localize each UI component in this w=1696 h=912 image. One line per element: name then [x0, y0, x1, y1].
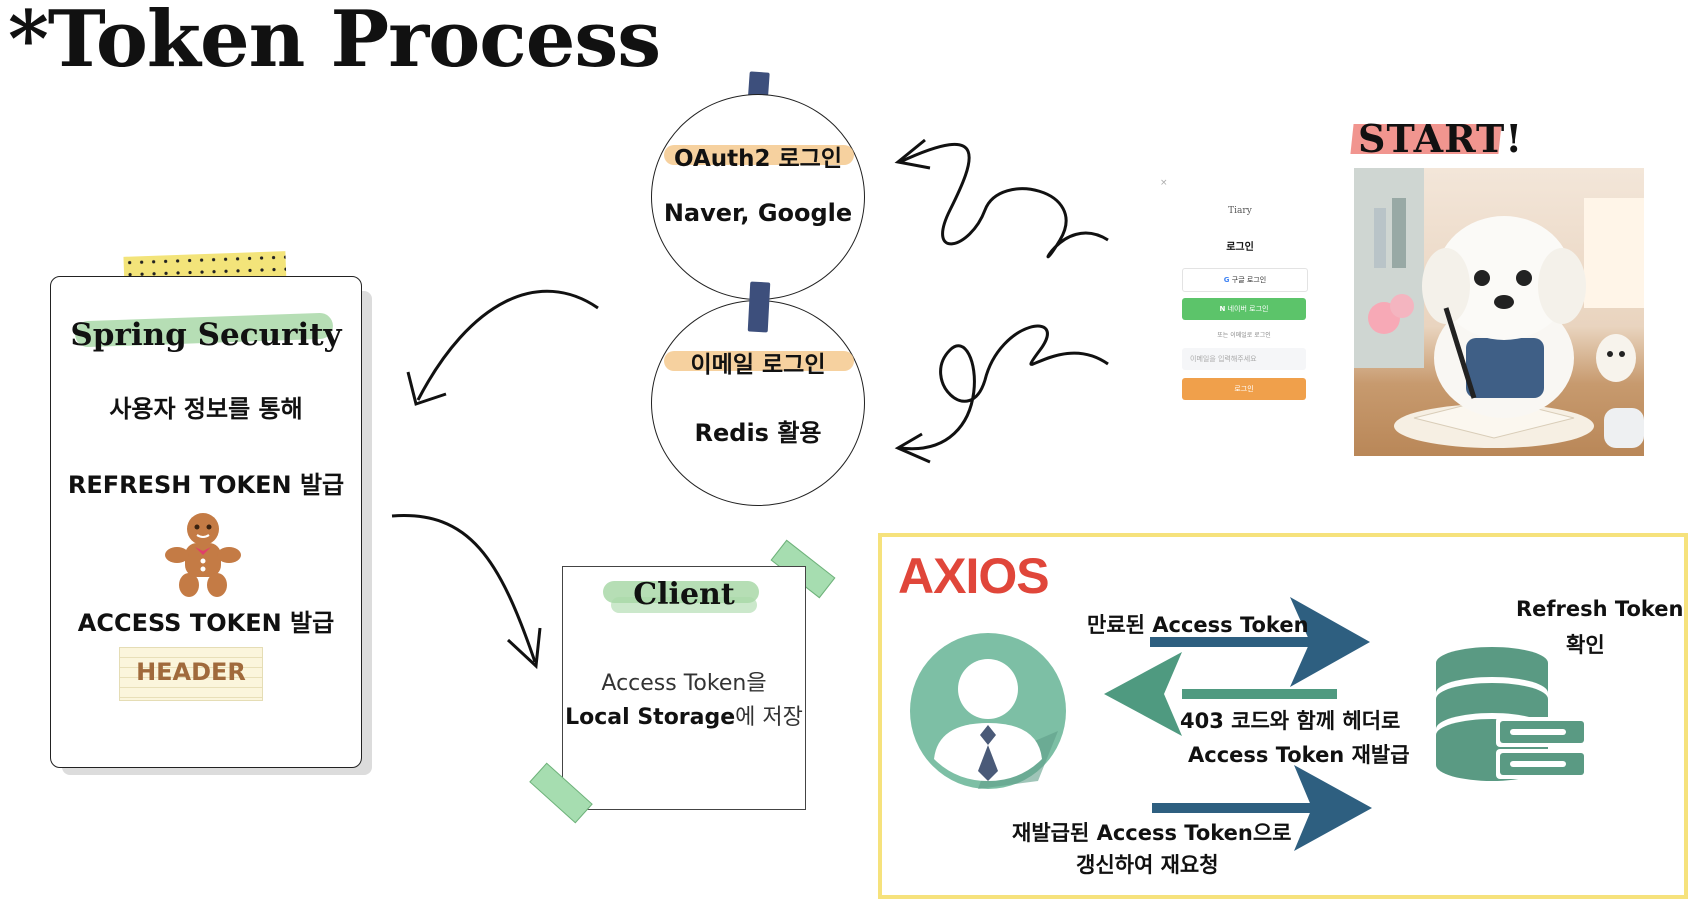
client-title: Client: [633, 577, 735, 612]
expired-token-label: 만료된 Access Token: [1087, 613, 1309, 637]
header-tag: HEADER: [136, 658, 246, 686]
login-screen-mock: × Tiary 로그인 G 구글 로그인 N 네이버 로그인 또는 이메일로 로…: [1160, 178, 1320, 420]
app-logo: Tiary: [1228, 206, 1252, 216]
google-login-label: 구글 로그인: [1231, 276, 1267, 284]
email-detail: Redis 활용: [694, 419, 822, 447]
retry-label-1: 재발급된 Access Token으로: [1012, 821, 1292, 845]
google-login-button[interactable]: G 구글 로그인: [1182, 268, 1308, 292]
client-line-2-rest: 에 저장: [735, 705, 803, 730]
client-line-1: Access Token을: [601, 671, 767, 696]
spring-line-2: REFRESH TOKEN 발급: [67, 471, 345, 499]
login-divider: 또는 이메일로 로그인: [1217, 332, 1271, 339]
client-line-2: Local Storage에 저장: [563, 699, 805, 731]
oauth-heading: OAuth2 로그인: [674, 146, 842, 172]
spring-line-1: 사용자 정보를 통해: [109, 395, 303, 423]
reissue-label-2: Access Token 재발급: [1188, 743, 1410, 767]
retry-label-2: 갱신하여 재요청: [1076, 853, 1219, 877]
gingerbread-cookie-icon: [165, 513, 241, 597]
oauth-providers: Naver, Google: [663, 199, 853, 227]
puppy-illustration: [1354, 168, 1644, 448]
login-title: 로그인: [1226, 242, 1254, 253]
spring-security-card: Spring Security 사용자 정보를 통해 REFRESH TOKEN…: [50, 276, 362, 768]
email-login-circle: 이메일 로그인 Redis 활용: [651, 300, 865, 506]
local-storage-label: Local Storage: [565, 705, 736, 730]
naver-icon: N: [1219, 305, 1226, 313]
flow-arrows: [1104, 597, 1372, 851]
axios-title: AXIOS: [898, 548, 1050, 604]
page-title: *Token Process: [8, 0, 661, 85]
header-note: HEADER: [119, 647, 263, 701]
refresh-check-2: 확인: [1566, 633, 1605, 657]
arrow-to-spring: [416, 289, 599, 401]
green-highlight: [611, 597, 757, 613]
axios-box: AXIOS 만료된 Access Token 403 코드와 함께 헤더로 Ac…: [878, 533, 1688, 899]
user-avatar-icon: [910, 633, 1066, 789]
client-note: Client Access Token을 Local Storage에 저장: [562, 566, 806, 810]
email-input[interactable]: 이메일을 입력해주세요: [1182, 348, 1306, 370]
google-icon: G: [1223, 276, 1230, 284]
email-heading: 이메일 로그인: [690, 352, 826, 378]
close-icon[interactable]: ×: [1160, 178, 1168, 188]
refresh-check-1: Refresh Token: [1516, 597, 1684, 621]
naver-login-button[interactable]: N 네이버 로그인: [1182, 298, 1306, 320]
curly-arrow-email: [899, 324, 1109, 451]
tape: [747, 281, 771, 333]
database-icon: [1436, 647, 1588, 781]
start-label: START!: [1358, 116, 1523, 161]
spring-title: Spring Security: [70, 317, 342, 353]
login-button-label: 로그인: [1234, 385, 1254, 393]
puppy-image: [1354, 168, 1644, 456]
email-login-button[interactable]: 로그인: [1182, 378, 1306, 400]
spring-line-3: ACCESS TOKEN 발급: [77, 609, 335, 637]
curly-arrow-oauth: [899, 143, 1109, 259]
reissue-label-1: 403 코드와 함께 헤더로: [1180, 709, 1401, 733]
naver-login-label: 네이버 로그인: [1227, 305, 1269, 313]
arrow-to-client: [391, 514, 537, 663]
oauth-login-circle: OAuth2 로그인 Naver, Google: [651, 94, 865, 300]
